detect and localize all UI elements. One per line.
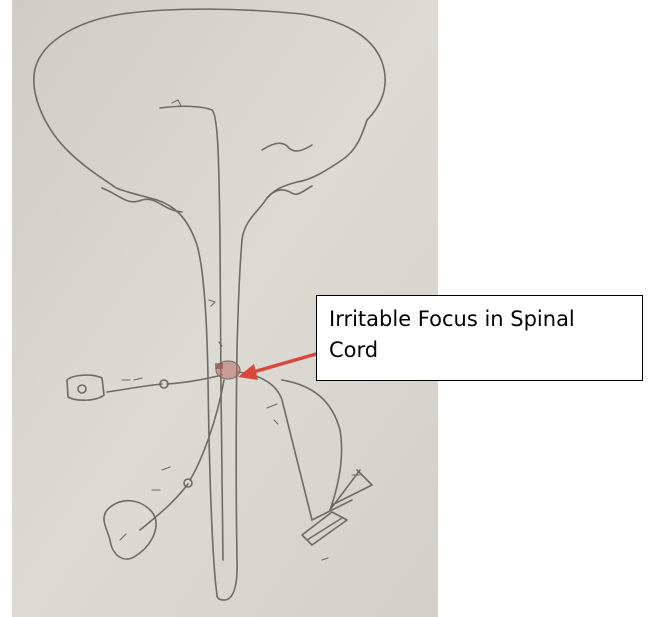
focus-mark	[215, 363, 223, 369]
callout-text: Irritable Focus in Spinal Cord	[329, 307, 575, 362]
callout-box: Irritable Focus in Spinal Cord	[316, 295, 643, 381]
